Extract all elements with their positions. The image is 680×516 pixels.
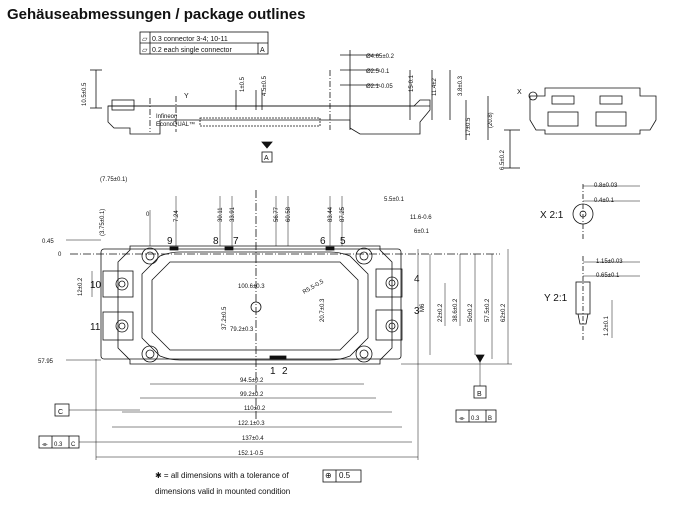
pin-7: 7 [233, 236, 239, 247]
dim-7-75: (7.75±0.1) [100, 177, 127, 183]
tol-row2-text: 0.2 each single connector [152, 47, 232, 54]
detail-y-d1: 1.15±0.03 [596, 259, 623, 265]
dim-zero-top: 0 [146, 212, 150, 218]
dim-20-7: 20.7±0.3 [320, 298, 326, 322]
flat-c-ref: C [71, 442, 76, 448]
pin-10: 10 [90, 280, 102, 291]
label-y: Y [184, 93, 189, 100]
detail-x-d1: 0.8±0.03 [594, 183, 618, 189]
pin-1: 1 [270, 366, 276, 377]
page-title: Gehäuseabmessungen / package outlines [7, 6, 306, 23]
dim-94-5: 94.5±0.2 [240, 378, 264, 384]
dim-50: 50±0.2 [468, 303, 474, 322]
top-label-33-91: 33.91 [230, 206, 236, 222]
dim-top-10-5: 10.5±0.5 [82, 82, 88, 106]
dim-37-2: 37.2±0.5 [222, 306, 228, 330]
svg-text:⌯: ⌯ [42, 441, 48, 448]
detail-y [575, 256, 640, 340]
dim-12: 12±0.2 [78, 277, 84, 296]
footnote-line1: ✱ = all dimensions with a tolerance of [155, 471, 289, 480]
dim-d-2-5: Ø2.5-0.1 [366, 69, 390, 75]
tol-row2-ref: A [260, 47, 265, 54]
footnote-line2: dimensions valid in mounted condition [155, 487, 291, 496]
dim-side-6-5: 6.5±0.2 [500, 149, 506, 170]
dim-99-2: 99.2±0.2 [240, 392, 264, 398]
detail-x-label: X 2:1 [540, 210, 564, 221]
top-view-profile [90, 50, 489, 163]
dim-v-20-8: (20.8) [488, 112, 494, 128]
tol-row1-text: 0.3 connector 3-4; 10-11 [152, 36, 228, 43]
ref-b: B [477, 391, 482, 398]
plan-view-outline [38, 190, 512, 460]
pin-4: 4 [414, 274, 420, 285]
detail-x [572, 184, 640, 240]
ref-c: C [58, 409, 63, 416]
dim-d-4-65: Ø4.65±0.2 [366, 54, 395, 60]
flat-b-ref: B [488, 416, 492, 422]
flat-c-value: 0.3 [54, 442, 63, 448]
dim-6: 6±0.1 [414, 229, 430, 235]
pin-11: 11 [90, 322, 101, 333]
dim-top-4-5: 4.5±0.5 [262, 75, 268, 96]
dim-100-6: 100.6±0.3 [238, 284, 265, 290]
dim-62: 62±0.2 [501, 303, 507, 322]
pin-5: 5 [340, 236, 346, 247]
dim-3-75: (3.75±0.1) [100, 209, 106, 236]
svg-text:⌯: ⌯ [459, 415, 465, 422]
top-label-7-24: 7.24 [174, 210, 180, 222]
dim-v-15: 15-0.1 [409, 74, 415, 92]
ref-a: A [264, 155, 269, 162]
footnote-symbol: ⊕ [325, 471, 332, 480]
dim-79-2: 79.2±0.3 [230, 327, 254, 333]
footnote-value: 0.5 [339, 471, 351, 480]
flat-b-value: 0.3 [471, 416, 480, 422]
dim-22: 22±0.2 [438, 303, 444, 322]
pin-8: 8 [213, 236, 219, 247]
dim-zero-left: 0 [58, 252, 62, 258]
top-label-87-25: 87.25 [340, 206, 346, 222]
tolerance-box [139, 31, 269, 55]
dim-57-5: 57.5±0.2 [485, 298, 491, 322]
pin-2: 2 [282, 366, 288, 377]
dim-110: 110±0.2 [244, 406, 266, 412]
footnote-tolerance-box [322, 469, 362, 483]
pin-6: 6 [320, 236, 326, 247]
dim-38-6: 38.6±0.2 [453, 298, 459, 322]
detail-y-d3: 1.2±0.1 [604, 315, 610, 336]
top-label-83-44: 83.44 [328, 206, 334, 222]
dim-v-11-4: 11.4±2 [432, 77, 438, 96]
tol-row1-symbol: ⏥ [142, 36, 148, 43]
detail-x-d2: 0.4±0.1 [594, 198, 615, 204]
detail-y-label: Y 2:1 [544, 293, 568, 304]
brand-logo: Infineon [156, 114, 177, 120]
dim-57-95: 57.95 [38, 359, 54, 365]
dim-122-1: 122.1±0.3 [238, 421, 265, 427]
product-label: EconoDUAL™ [156, 121, 195, 128]
top-label-60-58: 60.58 [286, 206, 292, 222]
pin-3: 3 [414, 306, 420, 317]
dim-d-2-1: Ø2.1-0.05 [366, 84, 393, 90]
side-view-profile [504, 87, 657, 169]
pin-9: 9 [167, 236, 173, 247]
dim-r5-5: R5.5-0.5 [302, 279, 326, 296]
dim-0-45: 0.45 [42, 239, 54, 245]
top-label-56-77: 56.77 [274, 206, 280, 222]
tol-row2-symbol: ⏥ [142, 47, 148, 54]
dim-5-5: 5.5±0.1 [384, 197, 405, 203]
dim-152-1: 152.1-0.5 [238, 451, 264, 457]
top-label-30-11: 30.11 [218, 207, 224, 222]
dim-137: 137±0.4 [242, 436, 264, 442]
detail-y-d2: 0.65±0.1 [596, 273, 620, 279]
dim-v-17: 17±0.5 [466, 117, 472, 136]
dim-v-3-8: 3.8±0.3 [458, 75, 464, 96]
dim-top-1: 1±0.5 [240, 76, 246, 92]
dim-11-6: 11.6-0.6 [410, 215, 432, 221]
dim-m6: M6 [420, 303, 426, 312]
label-x: X [517, 89, 522, 96]
